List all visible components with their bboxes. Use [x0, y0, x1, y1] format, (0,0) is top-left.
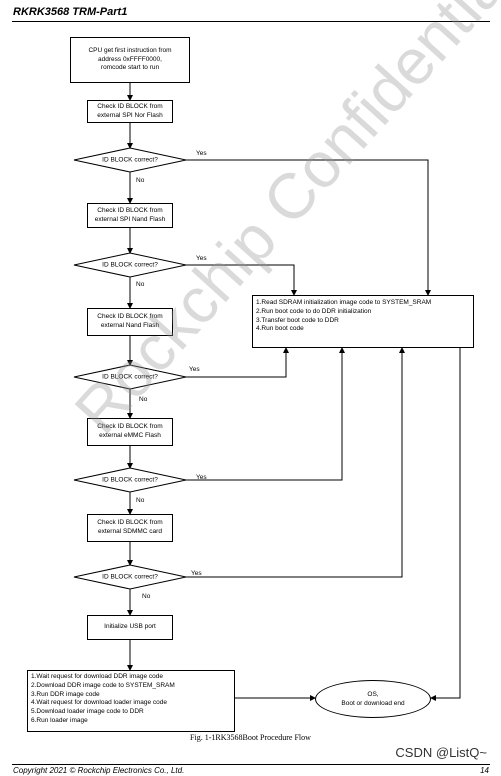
yes-label-1: Yes	[196, 150, 207, 157]
header-rule	[12, 21, 490, 22]
boot-steps-box: 1.Read SDRAM initialization image code t…	[252, 295, 474, 348]
check-sdmmc-box: Check ID BLOCK from external SDMMC card	[87, 514, 173, 542]
check-spi-nand-box: Check ID BLOCK from external SPI Nand Fl…	[87, 203, 173, 228]
footer-rule	[12, 764, 490, 765]
check-spi-nor-box: Check ID BLOCK from external SPI Nor Fla…	[87, 100, 173, 123]
footer-copyright: Copyright 2021 © Rockchip Electronics Co…	[13, 766, 185, 775]
figure-caption: Fig. 1-1RK3568Boot Procedure Flow	[190, 733, 311, 742]
check-nand-box: Check ID BLOCK from external Nand Flash	[87, 308, 173, 336]
no-label-2: No	[136, 281, 145, 288]
decision-label-1: ID BLOCK correct?	[102, 156, 158, 164]
yes-label-5: Yes	[191, 570, 202, 577]
decision-diamond-5	[73, 564, 187, 590]
usb-box: Initialize USB port	[87, 615, 173, 640]
decision-diamond-4	[73, 467, 187, 493]
end-oval: OS, Boot or download end	[315, 680, 431, 718]
usb-steps-box: 1.Wait request for download DDR image co…	[27, 670, 235, 732]
decision-label-5: ID BLOCK correct?	[102, 573, 158, 581]
no-label-1: No	[136, 177, 145, 184]
page-number: 14	[480, 766, 489, 775]
yes-label-4: Yes	[196, 474, 207, 481]
check-emmc-box: Check ID BLOCK from external eMMC Flash	[87, 418, 173, 446]
decision-diamond-1	[73, 147, 187, 173]
yes-label-3: Yes	[189, 366, 200, 373]
no-label-5: No	[142, 593, 151, 600]
no-label-4: No	[136, 497, 145, 504]
yes-label-2: Yes	[196, 255, 207, 262]
decision-label-3: ID BLOCK correct?	[102, 373, 158, 381]
decision-diamond-3	[73, 364, 187, 390]
csdn-watermark: CSDN @ListQ~	[395, 745, 487, 760]
decision-diamond-2	[73, 252, 187, 278]
document-title: RKRK3568 TRM-Part1	[13, 6, 128, 18]
decision-label-4: ID BLOCK correct?	[102, 476, 158, 484]
start-box: CPU get first instruction from address 0…	[70, 37, 190, 83]
decision-label-2: ID BLOCK correct?	[102, 261, 158, 269]
no-label-3: No	[139, 396, 148, 403]
